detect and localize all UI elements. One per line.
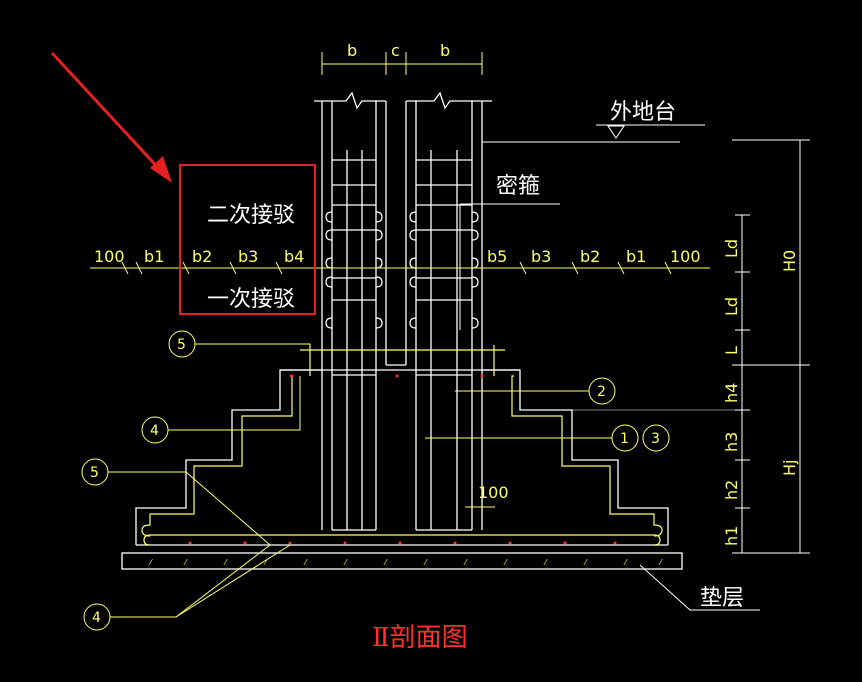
column-outline xyxy=(314,91,492,531)
svg-text:⁄: ⁄ xyxy=(423,558,428,567)
dim-ld-upper: Ld xyxy=(722,239,741,258)
splice-highlight: 二次接驳 一次接驳 xyxy=(179,164,316,315)
splice-hooks xyxy=(325,211,479,329)
bubble-5-upper: 5 xyxy=(177,337,186,353)
bubble-2: 2 xyxy=(597,384,606,400)
dim-c: c xyxy=(391,41,400,60)
section-title: Ⅱ剖面图 xyxy=(372,623,468,653)
svg-text:⁄: ⁄ xyxy=(148,558,153,567)
svg-text:⁄: ⁄ xyxy=(383,558,388,567)
stepped-foundation xyxy=(121,369,683,570)
right-dim-b5: b5 xyxy=(487,247,507,266)
left-dim-b1: b1 xyxy=(144,247,164,266)
rebar-dot-marks xyxy=(188,374,617,545)
right-dim-b3: b3 xyxy=(531,247,551,266)
right-dim-100: 100 xyxy=(670,247,701,266)
dim-b-right: b xyxy=(440,41,450,60)
second-splice-label: 二次接驳 xyxy=(207,203,295,228)
dim-hj: Hj xyxy=(780,460,799,476)
horizontal-dimension: 100 b1 b2 b3 b4 b5 b3 b2 b1 100 xyxy=(90,247,710,275)
svg-text:⁄: ⁄ xyxy=(503,558,508,567)
stirrup-callout: 密箍 xyxy=(459,174,560,330)
stirrup-label: 密箍 xyxy=(496,174,540,199)
left-dim-b3: b3 xyxy=(238,247,258,266)
svg-text:⁄: ⁄ xyxy=(343,558,348,567)
callouts xyxy=(81,330,760,631)
first-splice-label: 一次接驳 xyxy=(207,287,295,312)
svg-text:⁄: ⁄ xyxy=(623,558,628,567)
left-dim-b4: b4 xyxy=(284,247,304,266)
bubble-3: 3 xyxy=(651,431,660,447)
foundation-rebar xyxy=(141,345,663,546)
left-dim-b2: b2 xyxy=(192,247,212,266)
left-dim-100: 100 xyxy=(94,247,125,266)
red-arrow-icon xyxy=(50,51,172,183)
top-dimension: b c b xyxy=(321,41,483,75)
outside-grade: 外地台 xyxy=(482,100,705,143)
dim-100-bottom: 100 xyxy=(478,483,509,502)
cushion-hatch: ⁄ ⁄ ⁄ ⁄ ⁄ ⁄ ⁄ ⁄ ⁄ ⁄ ⁄ ⁄ ⁄ ⁄ xyxy=(148,558,663,567)
svg-text:⁄: ⁄ xyxy=(583,558,588,567)
right-vertical-dims xyxy=(520,139,810,554)
right-vertical-labels: Ld Ld L h4 h3 h2 h1 H0 Hj xyxy=(722,239,799,546)
dim-h2: h2 xyxy=(722,480,741,500)
svg-text:⁄: ⁄ xyxy=(543,558,548,567)
dim-h4: h4 xyxy=(722,383,741,403)
svg-text:⁄: ⁄ xyxy=(303,558,308,567)
svg-text:⁄: ⁄ xyxy=(223,558,228,567)
svg-text:⁄: ⁄ xyxy=(658,558,663,567)
dim-b-left: b xyxy=(347,41,357,60)
callout-numbers: 5 4 5 4 2 1 3 xyxy=(90,337,660,626)
dim-ld-lower: Ld xyxy=(722,297,741,316)
bubble-5-lower: 5 xyxy=(90,465,99,481)
dim-h3: h3 xyxy=(722,432,741,452)
svg-text:⁄: ⁄ xyxy=(263,558,268,567)
right-dim-b1: b1 xyxy=(626,247,646,266)
svg-text:⁄: ⁄ xyxy=(463,558,468,567)
bubble-1: 1 xyxy=(620,431,629,447)
svg-text:⁄: ⁄ xyxy=(183,558,188,567)
dim-h0: H0 xyxy=(780,250,799,272)
cushion-label: 垫层 xyxy=(700,586,744,611)
bubble-4-lower: 4 xyxy=(92,610,101,626)
dim-l: L xyxy=(722,346,741,355)
right-dim-b2: b2 xyxy=(580,247,600,266)
dim-h1: h1 xyxy=(722,526,741,546)
outside-grade-label: 外地台 xyxy=(610,100,676,125)
bubble-4-upper: 4 xyxy=(150,423,159,439)
